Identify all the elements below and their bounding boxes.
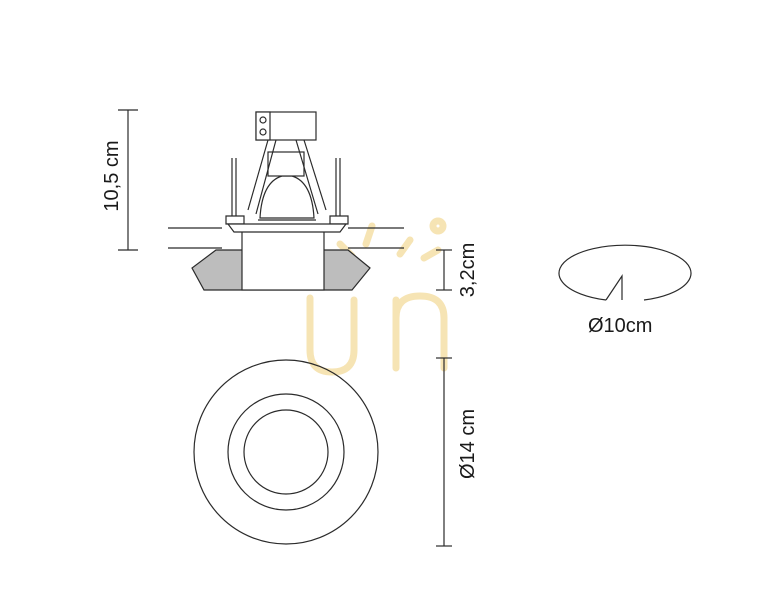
ceiling-lines (168, 227, 404, 249)
diameter-14-dimension (436, 357, 452, 547)
lamp-logo-watermark (306, 217, 448, 376)
spring-clips (225, 158, 349, 225)
outer-ring (193, 359, 379, 545)
inner-cylinder (241, 225, 325, 291)
side-view (168, 111, 404, 291)
cutout-symbol (558, 244, 692, 301)
middle-ring (227, 393, 345, 511)
height-label: 10,5 cm (101, 140, 123, 212)
outer-diameter-label: Ø14 cm (457, 408, 479, 480)
recess-depth-label: 3,2cm (457, 242, 479, 298)
height-dimension (118, 109, 138, 251)
lamp-reflector (259, 175, 315, 219)
lamp-socket (267, 151, 305, 177)
top-view (193, 359, 379, 545)
inner-ring (243, 409, 329, 495)
depth-dimension (436, 249, 452, 291)
cutout-diameter-label: Ø10cm (588, 315, 653, 337)
